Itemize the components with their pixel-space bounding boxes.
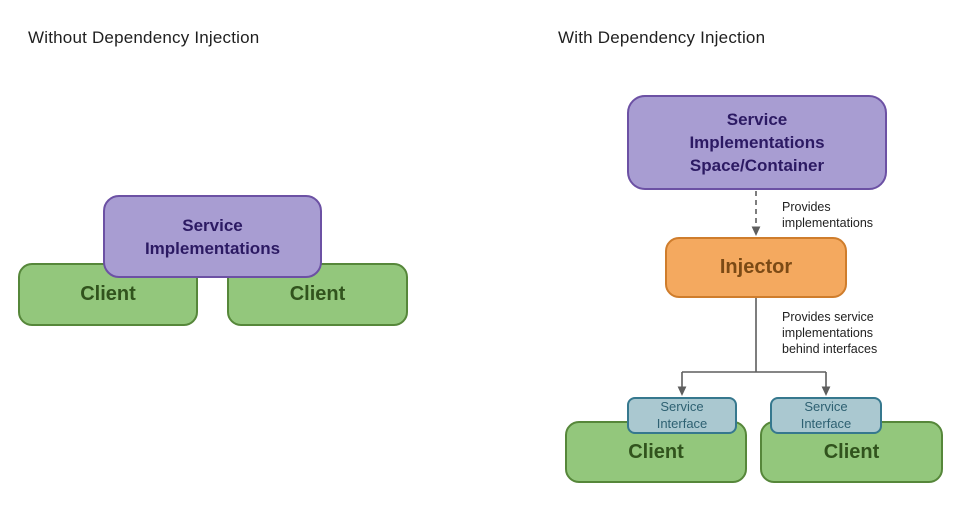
service-interface-box-2: Service Interface: [770, 397, 882, 434]
injector-box: Injector: [665, 237, 847, 298]
right-client-label-1: Client: [628, 440, 684, 463]
service-interface-label-2: Service Interface: [800, 399, 852, 431]
service-interface-label-1: Service Interface: [656, 399, 708, 431]
dashed-arrow-provides-implementations: [751, 191, 761, 236]
left-diagram-title: Without Dependency Injection: [28, 28, 260, 47]
left-service-implementations-label: Service Implementations: [144, 215, 281, 258]
injector-label: Injector: [719, 256, 793, 278]
solid-arrow-provides-service: [677, 298, 831, 396]
provides-service-note: Provides service implementations behind …: [782, 310, 878, 356]
left-service-implementations-box: Service Implementations: [103, 195, 322, 278]
right-diagram-title: With Dependency Injection: [558, 28, 766, 47]
left-client-label-2: Client: [289, 283, 346, 305]
right-client-label-2: Client: [823, 440, 880, 463]
service-interface-box-1: Service Interface: [627, 397, 737, 434]
service-implementations-container-label: Service Implementations Space/Container: [689, 110, 825, 175]
left-client-label-1: Client: [80, 283, 136, 305]
service-implementations-container-box: Service Implementations Space/Container: [627, 95, 887, 190]
provides-implementations-note: Provides implementations: [782, 200, 874, 230]
